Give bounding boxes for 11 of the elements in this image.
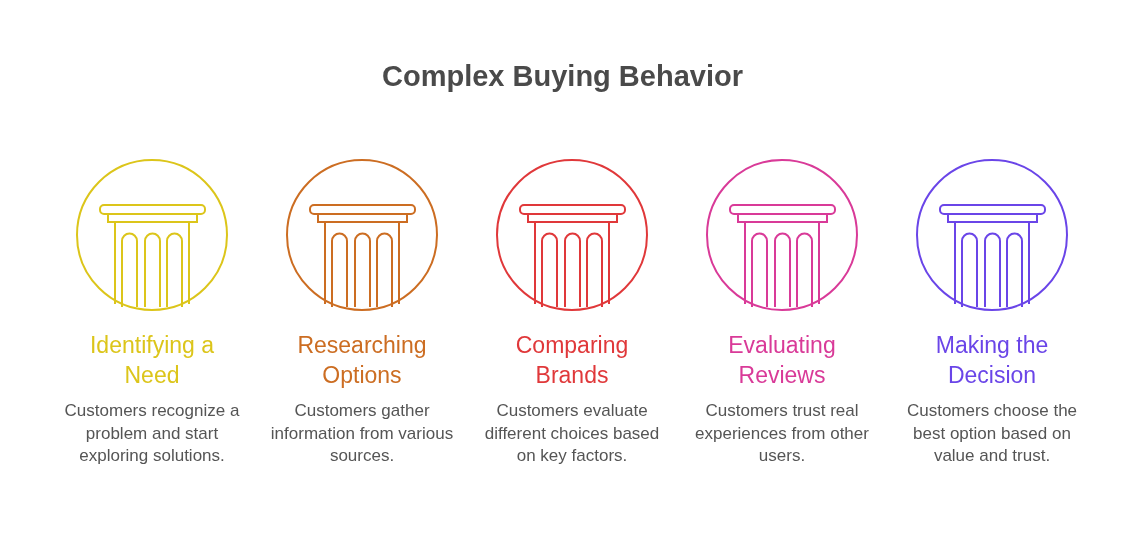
- step-heading: Identifying a Need: [89, 331, 215, 390]
- step-description: Customers recognize a problem and start exploring solutions.: [63, 400, 241, 467]
- step-description: Customers trust real experiences from other users.: [694, 400, 870, 467]
- step-description: Customers gather information from various sources.: [269, 400, 455, 467]
- diagram-title: Complex Buying Behavior: [381, 60, 744, 93]
- step-heading: Researching Options: [296, 331, 428, 390]
- step-heading: Evaluating Reviews: [727, 331, 837, 390]
- step-description: Customers evaluate different choices based on key factors.: [483, 400, 661, 467]
- step-heading: Making the Decision: [934, 331, 1050, 390]
- step-heading: Comparing Brands: [514, 331, 630, 390]
- step-description: Customers choose the best option based on value and trust.: [905, 400, 1079, 467]
